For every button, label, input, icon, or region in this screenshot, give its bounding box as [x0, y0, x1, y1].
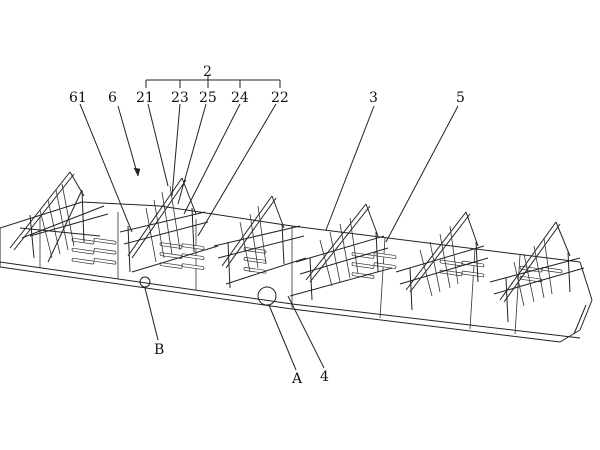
plate-slots — [71, 237, 563, 283]
detail-circle-a — [257, 286, 277, 306]
label-61: 61 — [69, 90, 87, 106]
truss-4 — [289, 203, 393, 301]
label-4: 4 — [320, 369, 329, 385]
label-b: B — [154, 342, 164, 358]
truss-1 — [9, 171, 109, 263]
label-2: 2 — [203, 64, 212, 80]
truss-2 — [119, 177, 219, 273]
label-a: A — [291, 371, 303, 387]
truss-5 — [395, 211, 489, 311]
truss-3 — [213, 195, 307, 289]
label-3: 3 — [369, 90, 378, 106]
leader-lines — [79, 76, 459, 371]
reference-labels: 2 61 6 21 23 25 24 22 3 5 B A 4 — [69, 64, 465, 387]
label-6: 6 — [108, 90, 117, 106]
label-23: 23 — [171, 90, 189, 106]
truss-units — [9, 171, 585, 323]
base-plate — [0, 201, 593, 343]
truss-6 — [489, 221, 585, 323]
label-5: 5 — [456, 90, 465, 106]
label-24: 24 — [231, 90, 249, 106]
detail-circle-b — [139, 276, 151, 288]
label-21: 21 — [136, 90, 154, 106]
label-25: 25 — [199, 90, 217, 106]
label-22: 22 — [271, 90, 289, 106]
